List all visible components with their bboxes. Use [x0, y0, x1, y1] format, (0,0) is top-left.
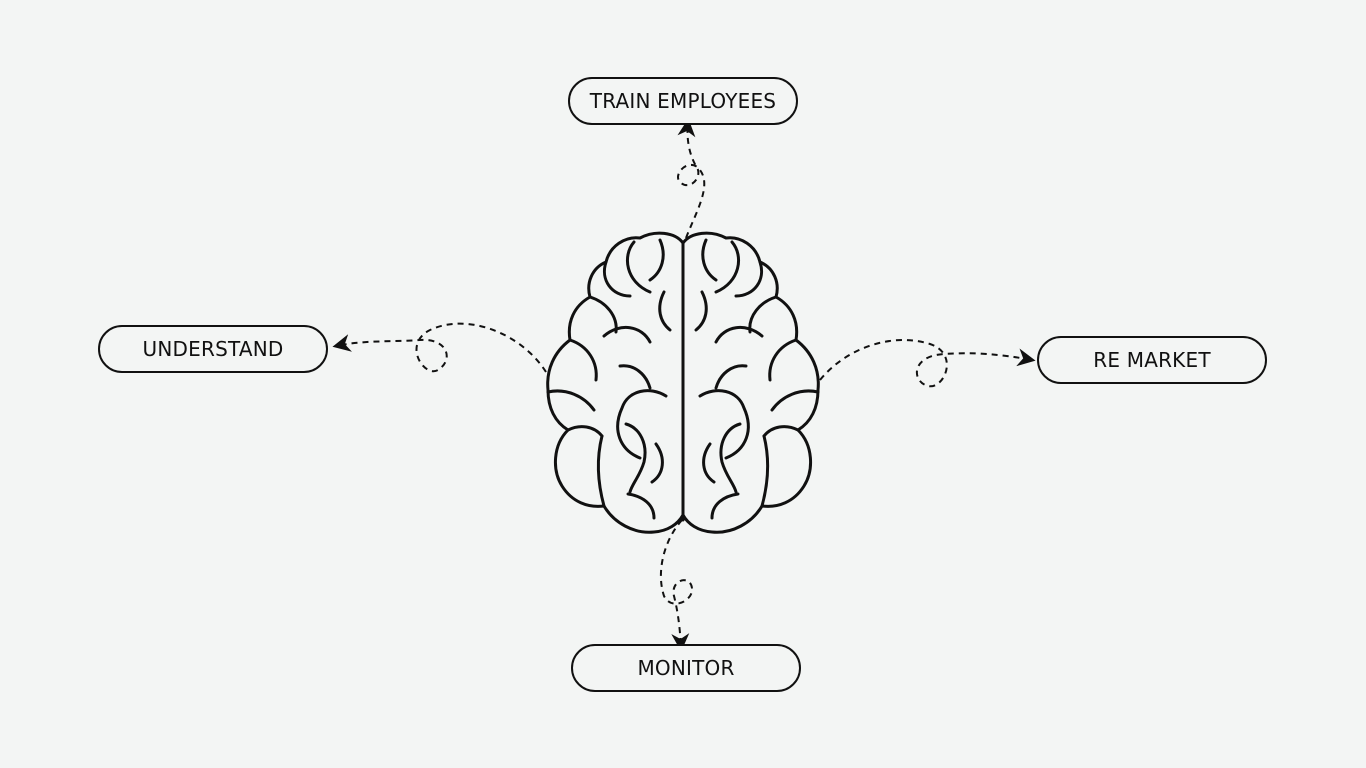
node-train-employees: TRAIN EMPLOYEES — [568, 77, 798, 125]
connector-left — [332, 322, 547, 373]
node-label: RE MARKET — [1093, 348, 1211, 372]
node-label: UNDERSTAND — [142, 337, 284, 361]
connector-bottom — [659, 519, 694, 652]
connector-top — [677, 118, 706, 239]
brain-icon — [546, 231, 820, 534]
connector-right — [819, 339, 1036, 388]
node-monitor: MONITOR — [571, 644, 801, 692]
node-re-market: RE MARKET — [1037, 336, 1267, 384]
node-label: MONITOR — [637, 656, 735, 680]
node-label: TRAIN EMPLOYEES — [589, 89, 777, 113]
node-understand: UNDERSTAND — [98, 325, 328, 373]
